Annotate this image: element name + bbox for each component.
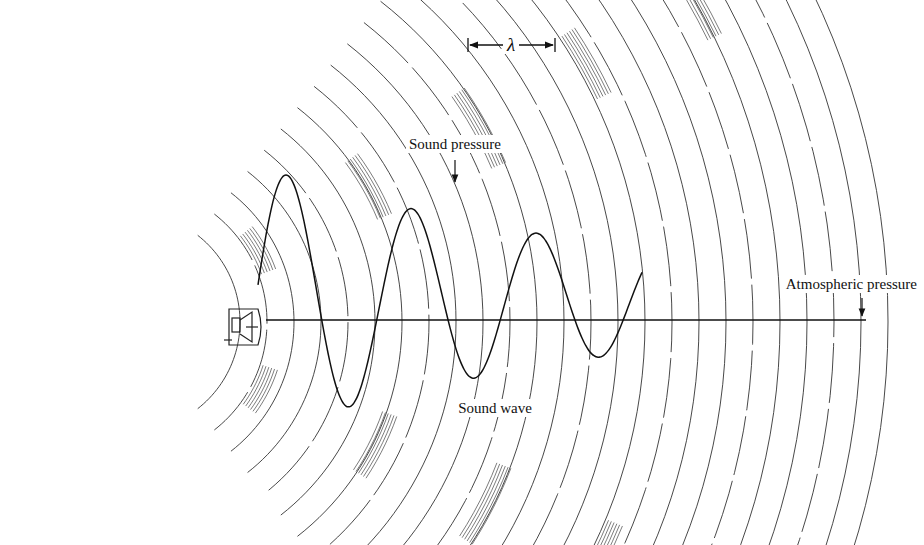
compression-hatch xyxy=(355,155,389,214)
wavefront-arc xyxy=(563,0,834,545)
wavefront-arc xyxy=(397,0,564,545)
compression-hatch xyxy=(357,154,391,214)
wavefront-arc xyxy=(580,0,861,545)
compression-hatch xyxy=(246,366,266,406)
compression-hatch xyxy=(356,412,385,471)
compression-hatch xyxy=(470,467,508,542)
compression-hatch xyxy=(361,414,391,474)
compression-hatch xyxy=(247,230,270,271)
compression-hatch xyxy=(353,157,386,216)
compression-hatch xyxy=(472,468,511,544)
wavefront-arc xyxy=(264,150,348,494)
wavefront-arc xyxy=(497,0,726,545)
compression-hatch xyxy=(253,369,275,411)
compression-hatch xyxy=(569,31,605,95)
compression-hatch xyxy=(567,33,603,97)
wavelength-symbol: λ xyxy=(503,36,519,54)
compression-hatch xyxy=(248,367,269,408)
compression-hatch xyxy=(460,463,497,536)
compression-hatch xyxy=(255,370,277,413)
sound-wave-label: Sound wave xyxy=(455,399,535,417)
wavefront-arc xyxy=(414,0,591,545)
compression-hatch xyxy=(459,91,500,165)
compression-hatch xyxy=(683,0,716,36)
compression-hatch xyxy=(678,0,711,39)
compression-hatch xyxy=(564,34,600,97)
atmospheric-baseline xyxy=(266,319,866,320)
compression-hatch xyxy=(240,236,261,274)
sound-pressure-label: Sound pressure xyxy=(406,135,504,153)
wavefront-arc xyxy=(297,108,402,537)
compression-hatch xyxy=(579,521,611,545)
compression-hatch xyxy=(576,520,608,545)
wavefront-arc xyxy=(248,171,321,472)
compression-hatch xyxy=(680,0,713,37)
compression-hatch xyxy=(572,29,608,93)
compression-hatch xyxy=(358,413,388,473)
wavefront-arc xyxy=(547,0,807,545)
leader-arrow xyxy=(454,160,455,182)
compression-hatch xyxy=(562,36,598,99)
compression-hatch xyxy=(587,525,620,545)
sine-wave xyxy=(258,175,642,407)
compression-hatch xyxy=(363,415,393,476)
wavefront-arc xyxy=(464,0,672,545)
wavefront-arc xyxy=(347,44,483,545)
loudspeaker-icon xyxy=(224,309,261,345)
wavefront-arcs xyxy=(198,0,888,545)
wavefront-arc xyxy=(514,0,753,545)
wavefront-arc xyxy=(214,214,267,430)
compression-hatch xyxy=(465,465,503,539)
compression-hatch xyxy=(366,416,397,478)
compression-hatch xyxy=(589,526,622,545)
compression-hatch xyxy=(353,411,382,469)
wavefront-arc xyxy=(364,23,510,545)
wavefront-arc xyxy=(198,235,240,408)
sound-pressure-curve xyxy=(258,175,642,407)
compression-hatch xyxy=(462,464,500,538)
compression-hatch xyxy=(574,28,611,93)
wavefront-arc xyxy=(430,0,618,545)
compression-hatch xyxy=(467,466,505,541)
wavefront-arc xyxy=(231,193,294,451)
compression-hatch xyxy=(457,93,497,166)
compression-hatch xyxy=(454,95,494,167)
compression-hatch xyxy=(452,97,492,169)
compression-hatch xyxy=(675,0,708,40)
compression-hatch xyxy=(685,0,718,35)
leader-arrow xyxy=(861,298,862,316)
wavefront-arc xyxy=(314,86,429,545)
compression-hatch xyxy=(251,368,272,410)
atmospheric-pressure-label: Atmospheric pressure xyxy=(783,275,920,293)
compression-hatch xyxy=(350,159,383,217)
wavefront-arc xyxy=(597,0,888,545)
compression-hatch xyxy=(243,365,263,404)
wavefront-arc xyxy=(530,0,780,545)
compression-hatch xyxy=(688,0,721,34)
compression-hatch xyxy=(345,163,377,220)
compression-hatch xyxy=(348,161,381,218)
